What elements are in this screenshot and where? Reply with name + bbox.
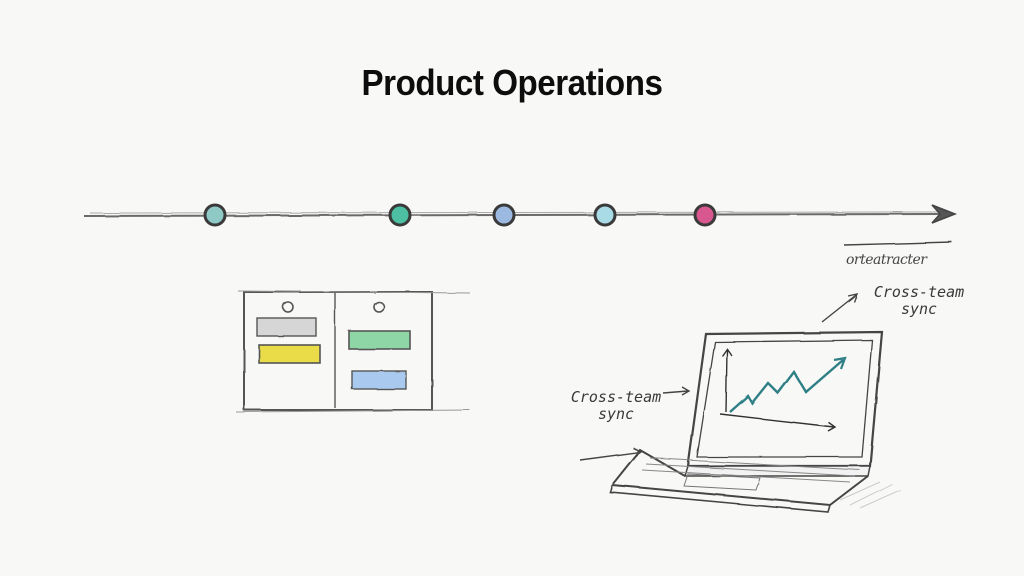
kanban-card xyxy=(348,330,411,350)
kanban-card xyxy=(256,317,317,337)
arrow-right-label-icon xyxy=(821,293,859,323)
left-label-line1: Cross-team xyxy=(570,388,662,406)
annotation-arrows xyxy=(579,241,953,461)
scribble-text: orteatracter xyxy=(846,252,927,268)
laptop-sketch xyxy=(608,330,901,513)
timeline-node-5 xyxy=(693,203,717,227)
right-label-line2: sync xyxy=(900,300,938,318)
arrow-lower-icon xyxy=(579,447,643,461)
scribble-underline xyxy=(843,241,953,246)
kanban-board-sketch xyxy=(235,290,471,413)
timeline-node-4 xyxy=(593,203,617,227)
arrow-left-label-icon xyxy=(662,386,691,396)
kanban-card xyxy=(351,370,407,390)
left-label-line2: sync xyxy=(597,405,635,423)
timeline-arrow-icon xyxy=(931,204,958,224)
right-label-line1: Cross-team xyxy=(873,283,965,301)
laptop-chart xyxy=(719,347,847,432)
timeline-node-3 xyxy=(492,203,516,227)
page-title: Product Operations xyxy=(361,62,663,103)
timeline-node-2 xyxy=(388,203,412,227)
right-annotation-label: Cross-team sync xyxy=(864,284,974,318)
timeline-nodes xyxy=(203,203,717,227)
left-annotation-label: Cross-team sync xyxy=(564,389,668,423)
kanban-card xyxy=(258,344,321,364)
timeline-node-1 xyxy=(203,203,227,227)
